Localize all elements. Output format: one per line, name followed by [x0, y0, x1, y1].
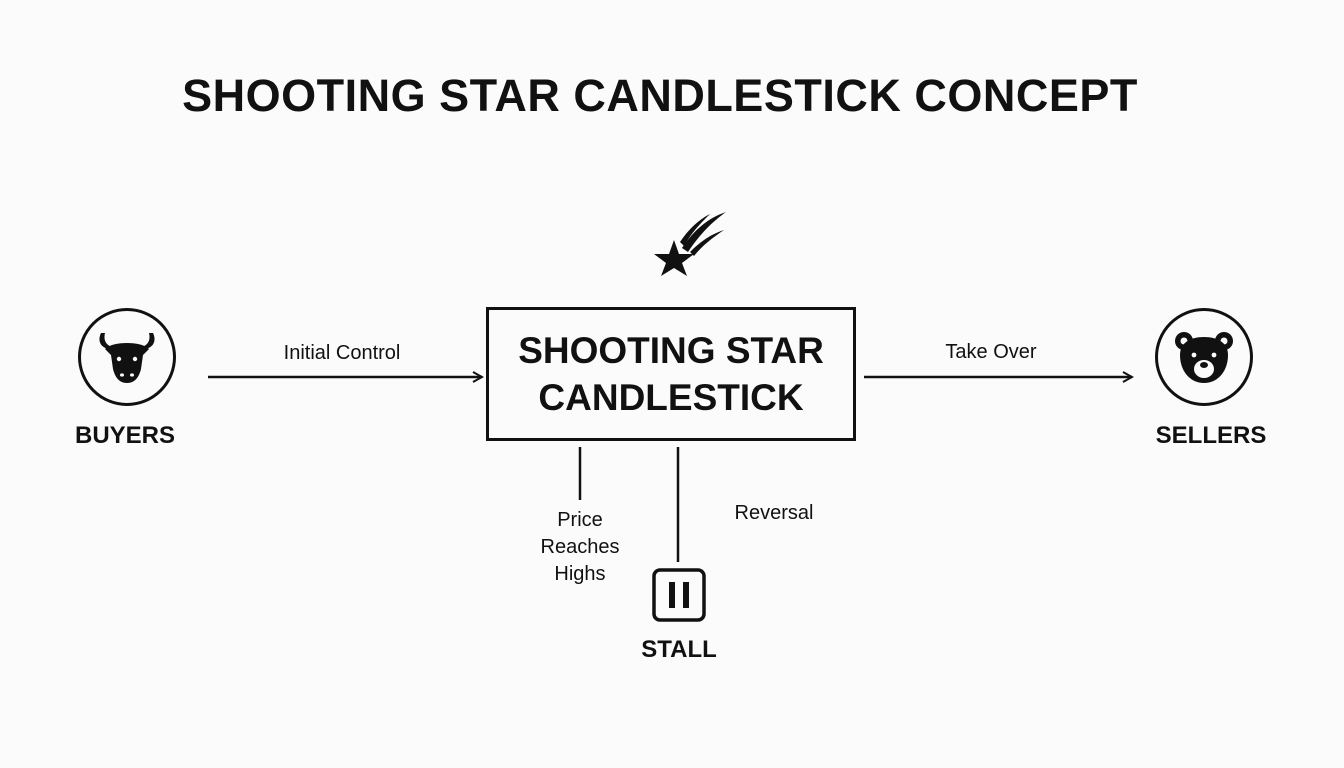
edge-label-take-over: Take Over: [945, 341, 1037, 363]
center-node-box: SHOOTING STAR CANDLESTICK: [486, 307, 856, 441]
pause-icon: [652, 568, 706, 622]
stall-node-label: STALL: [641, 636, 717, 663]
buyers-node-label: BUYERS: [74, 422, 176, 449]
bear-icon: [1175, 332, 1233, 383]
sellers-node-label: SELLERS: [1155, 422, 1267, 449]
shooting-star-icon: [654, 212, 726, 276]
sellers-node-circle: [1155, 308, 1253, 406]
edge-label-initial-control: Initial Control: [283, 342, 401, 364]
bull-icon: [99, 333, 155, 383]
edge-label-price-reaches-highs: Price Reaches Highs: [540, 509, 620, 585]
edge-label-reversal: Reversal: [734, 502, 814, 524]
center-node-label: SHOOTING STAR CANDLESTICK: [518, 330, 824, 418]
diagram-title: SHOOTING STAR CANDLESTICK CONCEPT: [182, 70, 1138, 121]
buyers-node-circle: [78, 308, 176, 406]
